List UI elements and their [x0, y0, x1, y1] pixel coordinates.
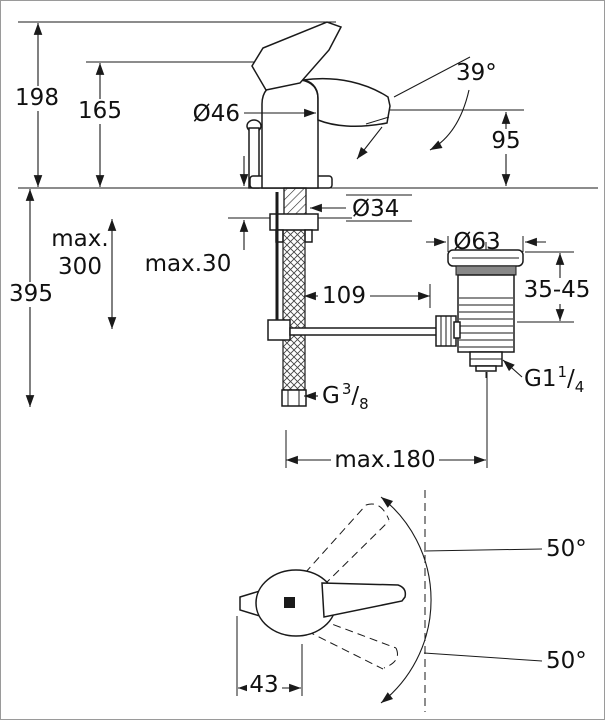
bg-max180	[331, 448, 439, 474]
dim-198: 198	[15, 85, 59, 111]
water-stream-arrow	[356, 126, 383, 160]
hose-nut-knurl	[287, 390, 300, 406]
valve-side-stub	[453, 321, 461, 339]
dim-95: 95	[491, 128, 520, 154]
aerator-line	[365, 116, 390, 125]
dim-165: 165	[78, 98, 122, 124]
bg-35-45	[525, 278, 589, 304]
angle-50-up-label: 50°	[546, 536, 587, 562]
dia-63-label: Ø63	[453, 229, 500, 255]
flexible-hose	[282, 229, 306, 391]
dim-35-45-extension-lines	[517, 251, 574, 323]
angle-39-label: 39°	[456, 60, 497, 86]
swing-arc	[380, 496, 432, 704]
dia-46-label: Ø46	[193, 101, 240, 127]
g38-slash: /	[351, 383, 359, 409]
dim-max-30: max.30	[145, 251, 232, 277]
bg-395	[8, 282, 54, 307]
g114-base: G1	[524, 366, 556, 392]
rod-joint	[267, 319, 291, 341]
max180-extension-lines	[285, 372, 488, 468]
faucet-body	[261, 79, 319, 189]
dia-34-label: Ø34	[352, 196, 399, 222]
spout-angle-arc	[429, 89, 470, 151]
leader-50-down	[423, 652, 543, 662]
bg-109	[318, 284, 370, 309]
under-counter-assembly	[267, 187, 457, 407]
angle-50-down-label: 50°	[546, 648, 587, 674]
g38-base: G	[322, 383, 340, 409]
handle-swing-view	[236, 490, 543, 712]
dim-43-extension-lines	[236, 616, 303, 696]
mounting-bolt-right	[304, 229, 313, 243]
g114-slash: /	[567, 366, 575, 392]
dimension-texts: 198 165 Ø46 39° 95 Ø34 max. 300 395 max.…	[8, 60, 590, 698]
lever-handle	[251, 21, 343, 91]
knob-knurl-lines	[440, 316, 452, 346]
dim-300: 300	[58, 254, 102, 280]
faucet-front-view	[246, 21, 391, 189]
tailpiece-end	[475, 365, 497, 372]
dim-max-word: max.	[51, 226, 108, 252]
waste-thread-lines	[459, 297, 513, 348]
thread-g114-label: G11/4	[524, 363, 584, 396]
dia63-extension-lines	[447, 236, 524, 252]
horizontal-rod	[289, 327, 439, 336]
dim-395: 395	[9, 281, 53, 307]
dim-43: 43	[249, 672, 278, 698]
waste-body	[457, 274, 515, 353]
g114-sup: 1	[557, 363, 567, 381]
lever-up-position	[304, 504, 390, 586]
dim-max-180: max.180	[334, 447, 435, 473]
g38-sub: 8	[359, 395, 369, 413]
spout	[302, 77, 391, 127]
dia34-extension-lines	[346, 194, 412, 222]
g38-sup: 3	[342, 380, 352, 398]
rubber-washer	[455, 265, 517, 276]
lever-down-tip	[383, 647, 398, 669]
dim-35-45: 35-45	[524, 277, 591, 303]
g114-sub: 4	[575, 378, 585, 396]
bg-165	[78, 99, 122, 124]
spout-angle-tangent	[393, 56, 471, 98]
drain-valve	[447, 242, 524, 378]
leader-50-up	[423, 548, 543, 552]
dim-109: 109	[322, 283, 366, 309]
bg-198	[15, 86, 59, 111]
leader-g114	[502, 359, 523, 378]
bg-95	[486, 129, 526, 154]
bg-43	[247, 673, 282, 697]
temperature-indicator	[284, 597, 295, 608]
hose-connector-nut	[281, 389, 307, 407]
